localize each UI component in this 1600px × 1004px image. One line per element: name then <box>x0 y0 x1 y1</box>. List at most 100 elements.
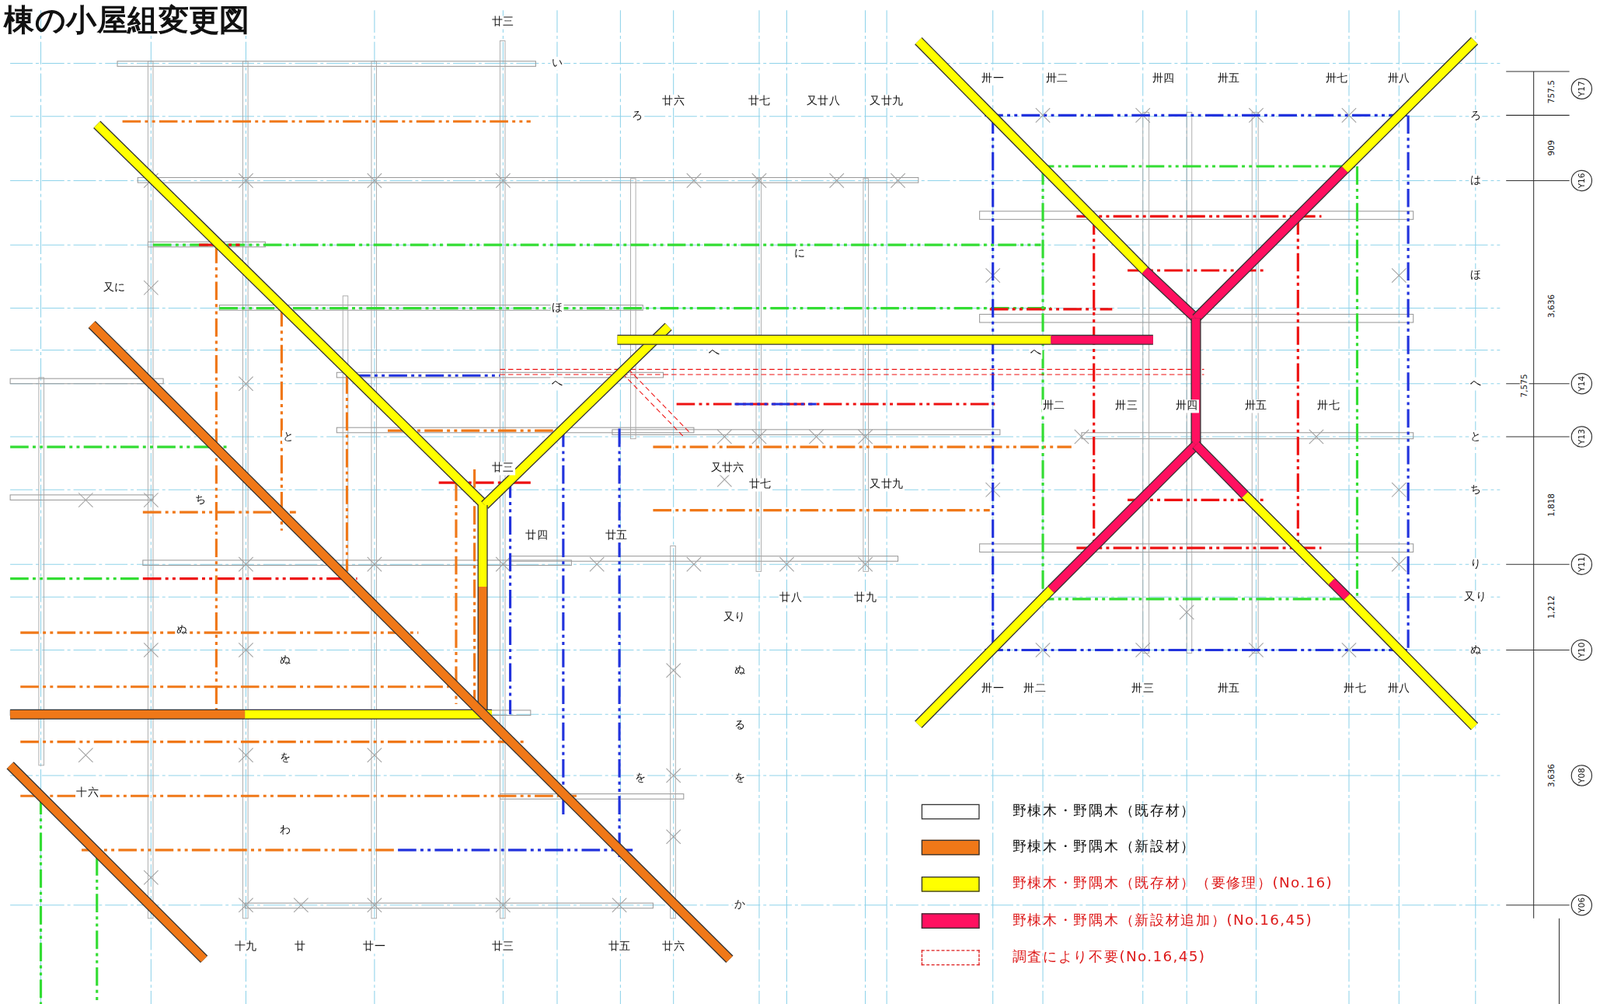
post-mark <box>829 173 844 188</box>
grid-line <box>10 349 1500 351</box>
member-outline <box>1331 581 1348 597</box>
post-mark <box>829 173 844 188</box>
grid-label: 廿六 <box>661 94 687 109</box>
post-mark <box>238 748 253 763</box>
post-mark <box>665 663 680 678</box>
beam <box>244 902 653 909</box>
member <box>918 589 1052 725</box>
grid-label: 又り <box>722 610 748 624</box>
grid-label: 卅三 <box>1114 399 1140 413</box>
member-outline <box>918 41 1146 271</box>
dimension-value: 1,818 <box>1547 492 1557 519</box>
grid-line <box>502 10 504 1004</box>
beam <box>612 429 1001 436</box>
beam <box>979 211 1414 220</box>
post-mark <box>367 173 382 188</box>
member <box>1144 270 1196 319</box>
removed-member <box>622 373 684 437</box>
purlin-line <box>652 446 1071 449</box>
dimension-lines <box>1505 71 1592 1004</box>
axis-label: Y13 <box>1576 428 1587 446</box>
post-mark <box>665 768 680 783</box>
member-outline <box>1195 169 1346 319</box>
purlin-line <box>10 577 143 580</box>
beam <box>1081 432 1414 440</box>
post-mark <box>495 173 510 188</box>
grid-label: 卅一 <box>980 682 1006 696</box>
purlin-line <box>1035 597 1358 600</box>
grid-label: へ <box>1468 376 1482 391</box>
legend-swatch <box>921 949 980 966</box>
post-mark <box>857 557 872 572</box>
grid-label: を <box>634 772 648 786</box>
post-mark <box>1391 482 1406 497</box>
axis-circle <box>1571 78 1592 99</box>
post-mark <box>779 557 794 572</box>
axis-label: Y06 <box>1576 896 1587 914</box>
dimension-value: 909 <box>1547 139 1557 157</box>
grid-label: 十六 <box>75 786 101 800</box>
post-mark <box>1391 557 1406 572</box>
dimension-value: 7,575 <box>1519 372 1530 399</box>
post-mark <box>717 429 732 444</box>
grid-label: ほ <box>1468 268 1482 283</box>
grid-line <box>10 307 1500 309</box>
dimension-line <box>1533 71 1534 919</box>
post-mark <box>367 748 382 763</box>
member <box>1051 445 1196 590</box>
grid-label: 卅七 <box>1324 72 1350 86</box>
grid-label: か <box>732 898 746 912</box>
grid-label: 卅一 <box>980 72 1006 86</box>
post-mark <box>1179 605 1194 620</box>
post-mark <box>779 557 794 572</box>
purlin-line <box>345 375 349 572</box>
beam <box>510 556 899 562</box>
grid-label: と <box>282 430 296 444</box>
beam <box>1143 111 1150 653</box>
grid-label: を <box>278 751 293 765</box>
post-mark <box>495 557 510 572</box>
beam <box>336 427 694 433</box>
axis-circle <box>1571 639 1592 660</box>
post-mark <box>238 748 253 763</box>
beam <box>137 177 919 183</box>
member-outline <box>1051 334 1154 346</box>
legend-swatch <box>921 875 980 892</box>
dimension-value: 1,212 <box>1547 594 1557 621</box>
dimension-tick <box>1505 649 1569 651</box>
post-mark <box>612 898 627 913</box>
member-outline <box>244 709 492 720</box>
post-mark <box>1309 429 1324 444</box>
dimension-tick <box>1505 435 1569 437</box>
grid-label: 廿九 <box>853 591 879 605</box>
grid-line <box>245 10 247 1004</box>
post-mark <box>1391 482 1406 497</box>
grid-line <box>10 649 1500 651</box>
grid-label: 十九 <box>233 940 259 954</box>
beam <box>342 296 349 572</box>
purlin-line <box>352 374 500 377</box>
grid-label: 卅七 <box>1342 682 1368 696</box>
legend-swatch <box>921 839 980 855</box>
beam <box>756 178 762 572</box>
grid-label: 廿七 <box>746 94 772 109</box>
purlin-line <box>454 482 457 705</box>
grid-label: 卅八 <box>1387 72 1412 86</box>
grid-line <box>1398 10 1400 1004</box>
post-mark <box>143 492 158 507</box>
grid-label: を <box>732 772 746 786</box>
member-outline <box>484 326 669 506</box>
post-mark <box>367 748 382 763</box>
member <box>478 505 488 587</box>
post-mark <box>78 748 93 763</box>
post-mark <box>752 173 767 188</box>
removed-member <box>628 369 691 433</box>
member-outline <box>97 124 485 506</box>
grid-label: 卅四 <box>1150 72 1176 86</box>
grid-label: 廿三 <box>491 461 516 475</box>
axis-circle <box>1571 426 1592 447</box>
post-mark <box>1074 429 1089 444</box>
grid-line <box>786 10 788 1004</box>
legend-row: 野棟木・野隅木（新設材追加）(No.16,45) <box>921 911 1313 931</box>
axis-circle <box>1571 170 1592 191</box>
